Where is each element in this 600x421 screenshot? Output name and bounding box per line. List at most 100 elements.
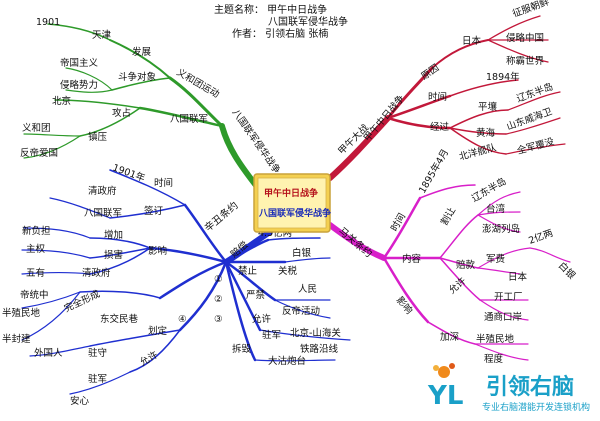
node-two-yi: 2亿两 (527, 227, 555, 247)
node-mg-baiyin: 白银 (556, 260, 578, 282)
node-waiguoren: 外国人 (34, 347, 63, 359)
header-topic-line: 主题名称： 甲午中日战争 (214, 3, 327, 16)
node-mg-yingxiang: 影响 (394, 294, 415, 316)
node-mg-banzhimin: 半殖民地 (476, 333, 515, 345)
node-mg-yunxu: 允许 (446, 275, 469, 297)
node-xinfuzhi: 新负担 (22, 225, 51, 237)
node-fandi-hd: 反帝活动 (282, 305, 320, 317)
node-1901-nian: 1901年 (111, 162, 147, 185)
node-shuiguan: 关税 (278, 265, 298, 277)
node-yanjin: 严禁 (246, 290, 266, 301)
node-beijing-sh: 北京-山海关 (290, 327, 341, 339)
node-zhenya: 镇压 (88, 131, 108, 143)
node-beijing: 北京 (52, 95, 71, 107)
node-zhengfu: 征服朝鲜 (511, 0, 551, 20)
node-qingzf2: 清政府 (82, 267, 111, 279)
node-yuanyin: 原因 (419, 63, 441, 83)
node-huading: 划定 (148, 325, 168, 337)
node-peikuan: 赔款 (456, 259, 476, 271)
node-banfengjian: 半封建 (2, 333, 31, 345)
brand-logo: YL 引领右脑 专业右脑潜能开发连锁机构 (422, 360, 600, 416)
node-c4: ④ (178, 314, 187, 325)
node-c2: ② (214, 294, 223, 305)
node-renmin: 人民 (298, 284, 317, 295)
node-tongshang: 通商口岸 (484, 311, 523, 323)
node-gongzhan: 攻占 (112, 107, 131, 119)
node-taiwan: 台湾 (486, 203, 506, 215)
node-yihetuan: 义和团运动 (175, 67, 222, 100)
node-yunxu2: 允许 (252, 313, 272, 325)
node-c3: ③ (214, 314, 223, 325)
node-mg-liaodong: 辽东半岛 (470, 175, 509, 204)
node-shandong: 山东威海卫 (505, 105, 554, 133)
node-xc-baguo: 八国联军 (84, 208, 122, 219)
logo-slogan: 专业右脑潜能开发连锁机构 (482, 401, 590, 413)
node-riben: 日本 (462, 35, 482, 47)
center-title-1: 甲午中日战争 (264, 187, 318, 199)
node-baguo-lianjun: 八国联军 (170, 114, 208, 125)
node-qinlue: 侵略势力 (60, 79, 98, 91)
branch-label-xinchou: 辛丑条约 (202, 199, 241, 235)
node-shijian: 时间 (428, 91, 447, 103)
node-jinzhi: 禁止 (238, 265, 258, 277)
node-pingrang: 平壤 (478, 101, 498, 113)
node-fandi: 反帝爱国 (20, 147, 58, 159)
node-zhushou: 驻守 (88, 347, 107, 359)
node-mg-riben: 日本 (508, 271, 528, 283)
baguo-labels: 八国联军侵华战争 义和团运动 1901 天津 发展 帝国主义 斗争对象 侵略势力… (20, 17, 283, 176)
header-topic-line-2: 八国联军侵华战争 (268, 15, 348, 28)
center-title-2: 八国联军侵华战争 (258, 207, 331, 219)
node-diguozhuyi: 帝统中 (20, 289, 49, 301)
center-card-inner (257, 177, 327, 229)
node-dagu: 大沽炮台 (268, 355, 306, 367)
branch-baguo (23, 23, 261, 191)
node-zhuquan: 主权 (26, 243, 46, 255)
node-yunxu: 允许 (138, 348, 161, 368)
node-chengba: 称霸世界 (506, 55, 545, 67)
node-kaigongchang: 开工厂 (494, 292, 523, 303)
node-banzhimin: 半殖民地 (2, 307, 41, 319)
node-1901: 1901 (36, 17, 60, 28)
node-xc-shijian: 时间 (154, 177, 173, 189)
node-junfei: 军费 (486, 253, 505, 265)
node-qingzhengfu: 清政府 (88, 185, 117, 197)
node-huanghai: 黄海 (476, 127, 496, 139)
branch-label-baguo: 八国联军侵华战争 (230, 107, 284, 177)
node-anzhi: 安心 (70, 395, 90, 407)
node-1894: 1894年 (486, 71, 520, 83)
node-zhujun2: 驻军 (262, 330, 281, 341)
node-quanjun: 全军覆没 (516, 135, 556, 157)
node-jiashen: 加深 (440, 332, 460, 343)
branch-label-maguan: 马关条约 (336, 224, 375, 260)
node-liaodong: 辽东半岛 (515, 81, 555, 105)
branch-maguan (327, 184, 571, 361)
node-yihetuan2: 义和团 (22, 123, 51, 134)
node-sunhai: 损害 (104, 249, 123, 261)
center-node: 甲午中日战争 八国联军侵华战争 (253, 173, 331, 233)
jiawu-labels: 甲午大战 甲午中日战争 原因 日本 征服朝鲜 侵略中国 称霸世界 时间 1894… (336, 0, 556, 163)
header-author-line: 作者： 引领右脑 张楠 (232, 27, 328, 40)
maguan-labels: 马关条约 1895年4月 时间 内容 割让 辽东半岛 台湾 澎湖列岛 赔款 2亿… (336, 147, 578, 365)
logo-graphic: YL 引领右脑 专业右脑潜能开发连锁机构 (427, 363, 590, 413)
header: 主题名称： 甲午中日战争 八国联军侵华战争 作者： 引领右脑 张楠 (214, 3, 348, 40)
branch-label-jiawu: 甲午中日战争 (361, 92, 407, 144)
node-jingguo: 经过 (430, 121, 450, 133)
logo-brand-text: 引领右脑 (486, 374, 574, 400)
xinchou-labels: 辛丑条约 1901年 时间 清政府 签订 八国联军 影响 新负担 增加 主权 损… (2, 162, 341, 407)
node-tianjin: 天津 (92, 30, 112, 41)
node-chaihui: 拆毁 (232, 343, 252, 355)
node-c1: ① (214, 274, 223, 285)
node-zhujun: 驻军 (88, 374, 107, 385)
svg-text:YL: YL (427, 381, 463, 411)
node-yingxiang: 影响 (148, 245, 167, 257)
node-qinlue-zg: 侵略中国 (506, 32, 544, 44)
node-douzheng: 斗争对象 (118, 71, 157, 83)
node-penghu: 澎湖列岛 (482, 223, 520, 235)
node-wuyou: 五有 (26, 267, 45, 279)
node-qianding: 签订 (144, 205, 164, 217)
branch-jiawu (327, 15, 566, 181)
node-diguo: 帝国主义 (60, 57, 99, 69)
node-gerang: 割让 (438, 205, 458, 228)
node-chengdu: 程度 (484, 353, 504, 365)
